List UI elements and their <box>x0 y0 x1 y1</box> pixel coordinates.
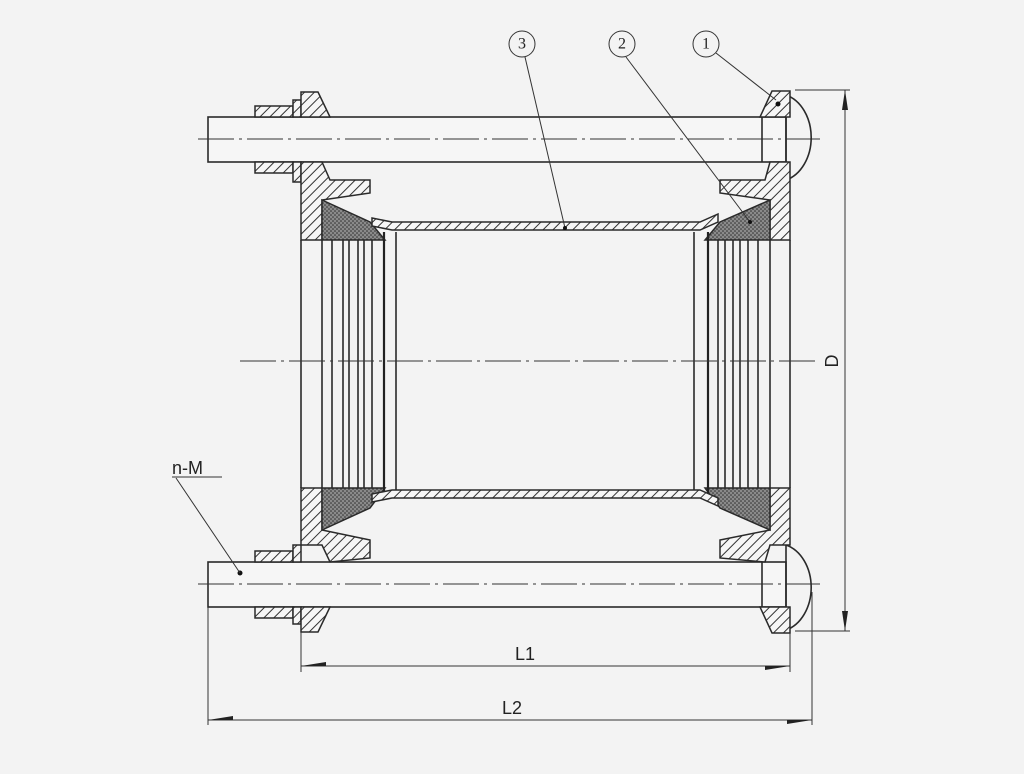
right-flange <box>693 161 791 563</box>
balloon-2: 2 <box>608 30 752 224</box>
balloon-3: 3 <box>508 30 567 230</box>
svg-text:1: 1 <box>702 36 710 53</box>
bottom-tie-rod <box>198 544 820 631</box>
svg-text:2: 2 <box>618 36 626 53</box>
bottom-right-nut <box>758 606 791 634</box>
bolt-spec-callout: n-M <box>172 458 241 574</box>
svg-text:L2: L2 <box>502 698 522 718</box>
dimension-D: D <box>795 89 850 632</box>
svg-text:D: D <box>822 355 842 368</box>
top-left-nut <box>254 91 332 183</box>
bottom-left-nut <box>254 544 332 633</box>
sleeve-pipe <box>371 212 719 508</box>
balloon-1: 1 <box>692 30 777 101</box>
svg-text:3: 3 <box>518 36 526 53</box>
svg-text:n-M: n-M <box>172 458 203 478</box>
left-flange <box>300 161 397 563</box>
top-tie-rod <box>198 94 820 181</box>
top-right-nut <box>758 90 791 118</box>
svg-text:L1: L1 <box>515 644 535 664</box>
dimension-L2: L2 <box>207 592 813 725</box>
dimension-L1: L1 <box>300 632 791 672</box>
